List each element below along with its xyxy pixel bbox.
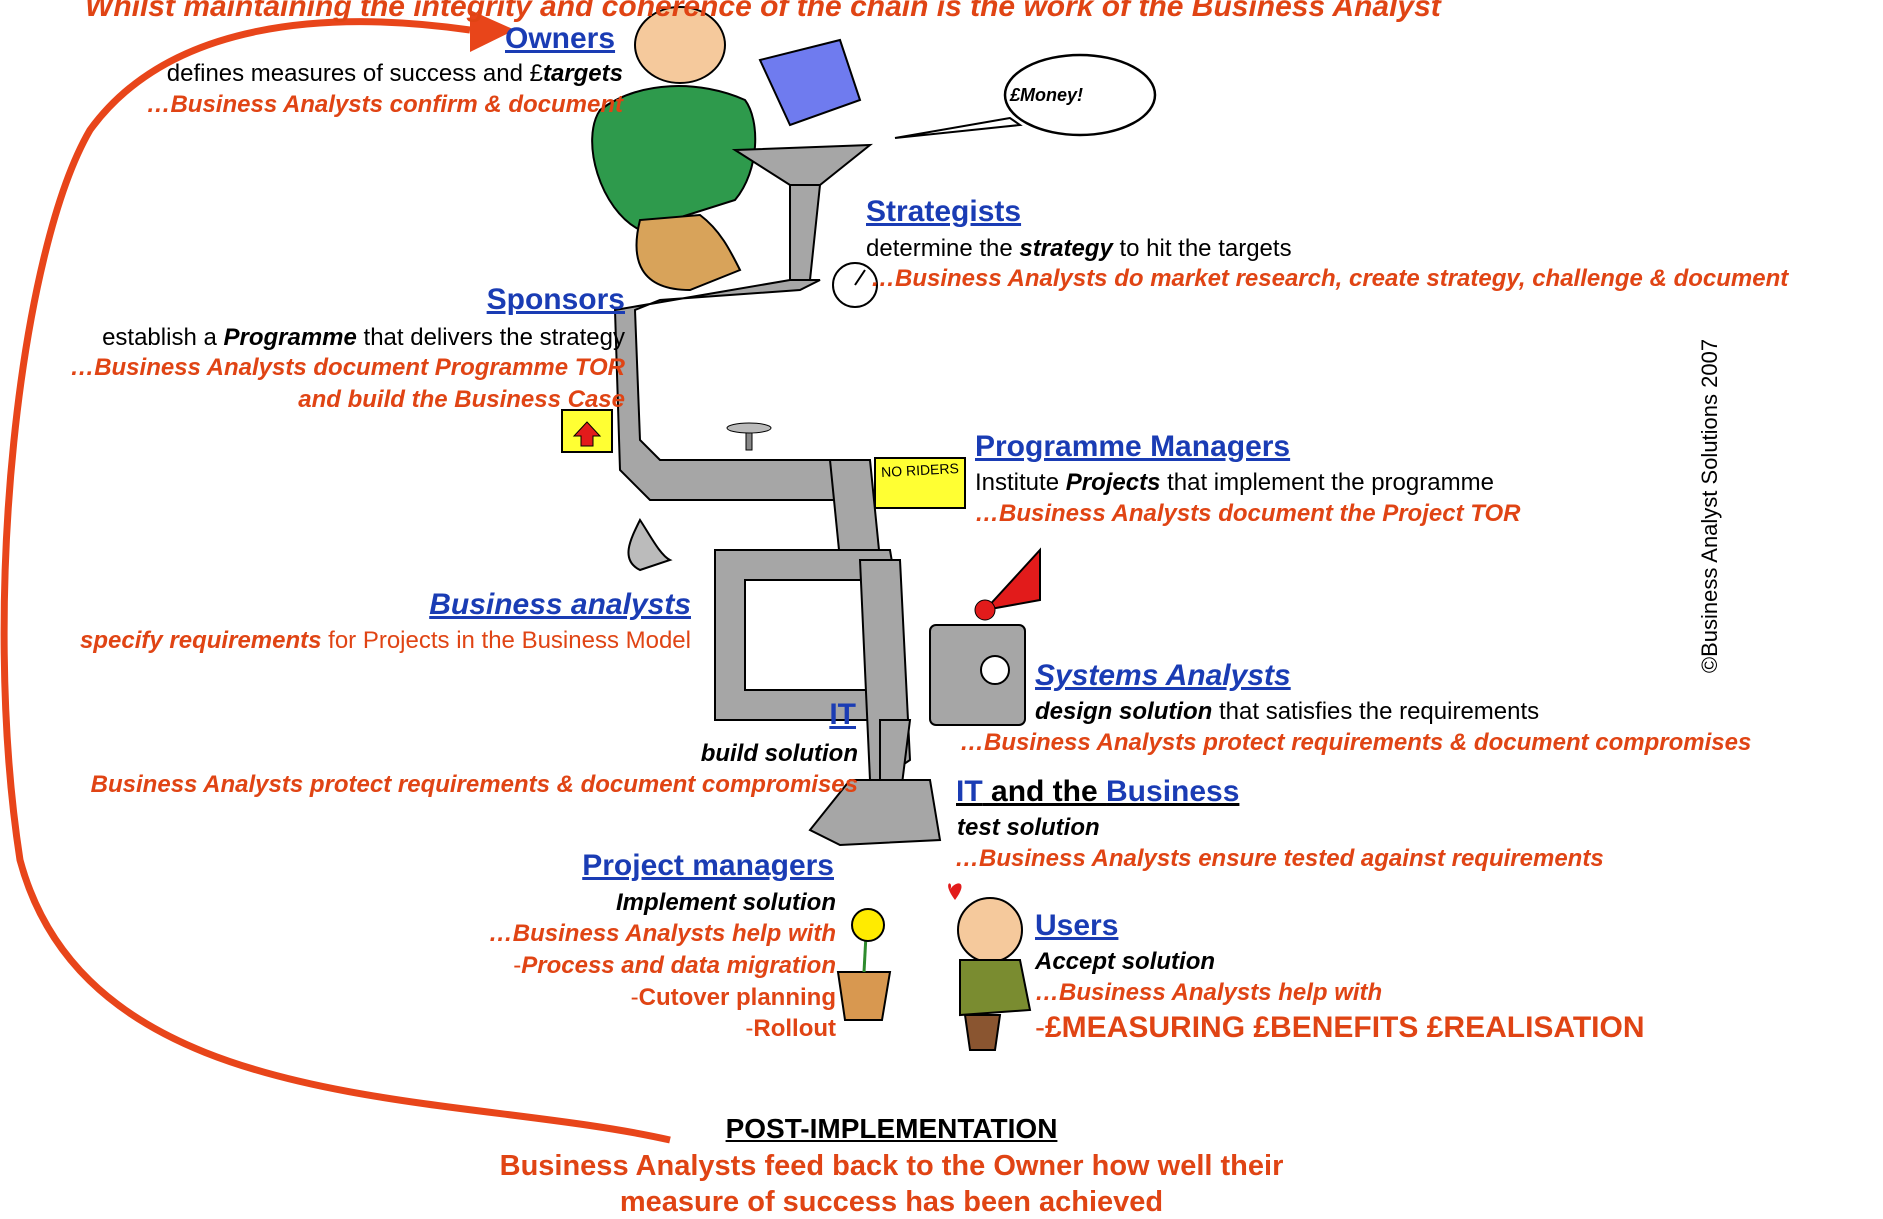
business-analysts-desc: specify requirements for Projects in the… xyxy=(80,629,691,653)
it-desc: build solution xyxy=(700,740,858,767)
programme-managers-desc-post: that implement the programme xyxy=(1160,469,1494,496)
programme-managers-desc: Institute Projects that implement the pr… xyxy=(975,471,1494,495)
programme-managers-desc-pre: Institute xyxy=(975,469,1066,496)
sponsors-ba-note-2: and build the Business Case xyxy=(298,386,625,413)
strategists-title[interactable]: Strategists xyxy=(866,195,1022,228)
systems-machine xyxy=(929,547,1041,726)
owners-desc-em: targets xyxy=(542,60,623,87)
sponsors-desc-em: Programme xyxy=(223,324,357,351)
no-riders-sign xyxy=(874,457,966,509)
it-business-title-mid: and the xyxy=(982,775,1107,808)
post-implementation-line-2: measure of success has been achieved xyxy=(619,1186,1164,1218)
project-managers-item-1: -Process and data migration xyxy=(513,952,836,979)
sponsors-title[interactable]: Sponsors xyxy=(486,283,625,316)
strategists-desc-pre: determine the xyxy=(866,235,1020,262)
business-analysts-title[interactable]: Business analysts xyxy=(429,588,691,621)
users-title[interactable]: Users xyxy=(1035,909,1119,942)
it-business-desc: test solution xyxy=(957,814,1100,841)
strategists-desc-post: to hit the targets xyxy=(1112,235,1292,262)
it-business-title-it[interactable]: IT xyxy=(956,775,983,808)
users-item-1: -£MEASURING £BENEFITS £REALISATION xyxy=(1035,1011,1645,1044)
strategists-desc: determine the strategy to hit the target… xyxy=(866,237,1292,261)
project-managers-desc: Implement solution xyxy=(615,889,836,916)
programme-managers-ba-note: …Business Analysts document the Project … xyxy=(975,500,1521,527)
owner-character xyxy=(591,6,862,292)
business-analysts-desc-post: for Projects in the Business Model xyxy=(321,627,691,654)
user-character xyxy=(948,883,1032,1051)
post-implementation-line-1: Business Analysts feed back to the Owner… xyxy=(499,1150,1284,1182)
systems-analysts-desc: design solution that satisfies the requi… xyxy=(1035,700,1539,724)
project-managers-ba-note: …Business Analysts help with xyxy=(488,920,836,947)
it-title[interactable]: IT xyxy=(829,698,856,731)
main-pipe xyxy=(613,143,942,847)
strategists-ba-note: …Business Analysts do market research, c… xyxy=(871,265,1789,292)
valve xyxy=(726,422,772,451)
systems-analysts-ba-note: …Business Analysts protect requirements … xyxy=(960,729,1752,756)
owners-title[interactable]: Owners xyxy=(505,22,616,55)
sponsors-desc-post: that delivers the strategy xyxy=(356,324,625,351)
project-managers-item-2-text: Cutover planning xyxy=(638,984,836,1011)
speech-bubble-text: £Money! xyxy=(1010,85,1084,105)
programme-managers-desc-em: Projects xyxy=(1065,469,1161,496)
sponsors-desc: establish a Programme that delivers the … xyxy=(102,326,625,350)
flower-pot xyxy=(836,908,892,1021)
it-business-title-business[interactable]: Business xyxy=(1106,775,1240,808)
project-managers-item-3-text: Rollout xyxy=(753,1015,836,1042)
project-managers-item-3: -Rollout xyxy=(745,1015,836,1042)
money-speech-bubble xyxy=(894,53,1157,139)
bell xyxy=(627,518,673,572)
owners-ba-note: …Business Analysts confirm & document xyxy=(146,91,623,118)
sponsors-ba-note-1: …Business Analysts document Programme TO… xyxy=(70,354,625,381)
post-implementation-title: POST-IMPLEMENTATION xyxy=(725,1113,1058,1144)
down-arrow-sign xyxy=(561,409,613,453)
project-managers-item-1-text: Process and data migration xyxy=(521,952,836,979)
programme-managers-title[interactable]: Programme Managers xyxy=(975,430,1291,463)
it-ba-note: Business Analysts protect requirements &… xyxy=(90,771,858,798)
users-ba-note: …Business Analysts help with xyxy=(1035,979,1383,1006)
systems-analysts-desc-post: that satisfies the requirements xyxy=(1212,698,1540,725)
owners-desc-pre: defines measures of success and £ xyxy=(166,60,543,87)
users-desc: Accept solution xyxy=(1035,948,1216,975)
pressure-gauge xyxy=(832,262,878,308)
project-managers-item-2: -Cutover planning xyxy=(630,984,836,1011)
project-managers-title[interactable]: Project managers xyxy=(582,849,834,882)
systems-analysts-title[interactable]: Systems Analysts xyxy=(1035,659,1291,692)
users-item-1-text: £MEASURING £BENEFITS £REALISATION xyxy=(1045,1011,1645,1044)
feedback-arrow xyxy=(0,18,671,1144)
it-business-ba-note: …Business Analysts ensure tested against… xyxy=(955,845,1604,872)
systems-analysts-desc-em: design solution xyxy=(1035,698,1213,725)
header-text: Whilst maintaining the integrity and coh… xyxy=(85,0,1441,23)
business-analysts-desc-em: specify requirements xyxy=(80,627,322,654)
sponsors-desc-pre: establish a xyxy=(102,324,224,351)
owners-desc: defines measures of success and £targets xyxy=(167,62,623,86)
feedback-arrowhead xyxy=(470,10,515,52)
strategists-desc-em: strategy xyxy=(1019,235,1113,262)
copyright-text: ©Business Analyst Solutions 2007 xyxy=(1697,338,1722,674)
it-business-title: IT and the Business xyxy=(956,777,1239,807)
